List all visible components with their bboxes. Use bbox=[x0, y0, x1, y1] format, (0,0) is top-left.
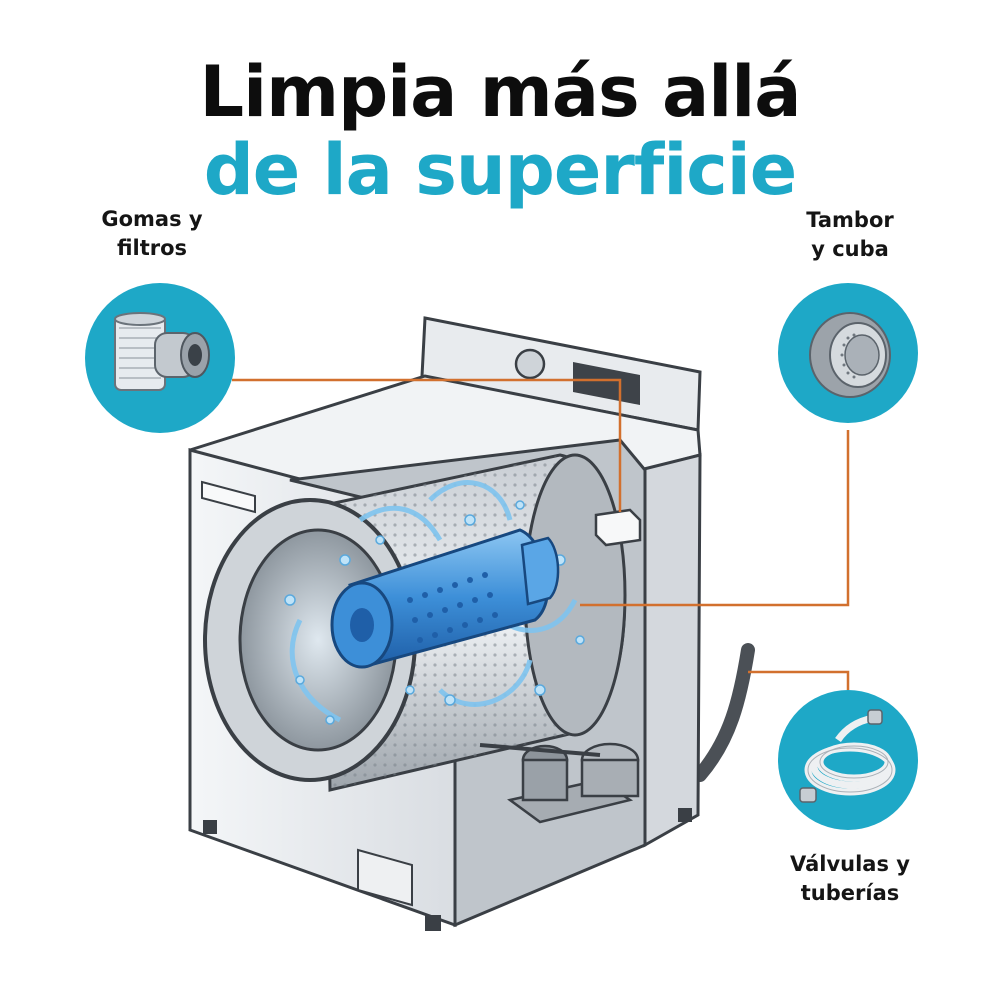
control-knob-icon bbox=[514, 348, 546, 380]
page-subtitle: de la superficie bbox=[203, 129, 798, 211]
foot bbox=[678, 808, 692, 822]
page-title: Limpia más allá bbox=[199, 51, 802, 133]
coiled-hose-icon bbox=[799, 709, 896, 803]
motor-assembly bbox=[479, 742, 640, 824]
callout-circle-tambor-cuba bbox=[778, 283, 918, 423]
callout-label-line: Válvulas y bbox=[790, 852, 910, 876]
side-panel bbox=[638, 453, 702, 848]
callout-circle-valvulas-tuberias bbox=[778, 690, 918, 830]
callout-label-line: filtros bbox=[116, 236, 188, 260]
filter-cartridge-icon bbox=[114, 312, 210, 391]
water-bubbles bbox=[284, 500, 585, 725]
callout-label-tambor-cuba: Tambor y cuba bbox=[790, 206, 910, 264]
callout-label-gomas-filtros: Gomas y filtros bbox=[92, 205, 212, 263]
foot bbox=[425, 915, 441, 931]
display-screen bbox=[573, 362, 640, 405]
filter-cartridge bbox=[330, 528, 560, 669]
leader-lines bbox=[232, 378, 850, 690]
valve-box bbox=[594, 508, 642, 547]
washing-drum-icon bbox=[809, 312, 891, 398]
callout-label-line: tuberías bbox=[800, 881, 900, 905]
callout-circle-gomas-filtros bbox=[85, 283, 235, 433]
detergent-drawer bbox=[201, 480, 256, 514]
callout-label-valvulas-tuberias: Válvulas y tuberías bbox=[770, 850, 930, 908]
callout-label-line: Tambor bbox=[806, 208, 894, 232]
drain-hose bbox=[693, 643, 755, 782]
foot bbox=[203, 820, 217, 834]
callout-label-line: y cuba bbox=[811, 237, 889, 261]
callout-label-line: Gomas y bbox=[101, 207, 203, 231]
service-hatch bbox=[357, 848, 413, 907]
